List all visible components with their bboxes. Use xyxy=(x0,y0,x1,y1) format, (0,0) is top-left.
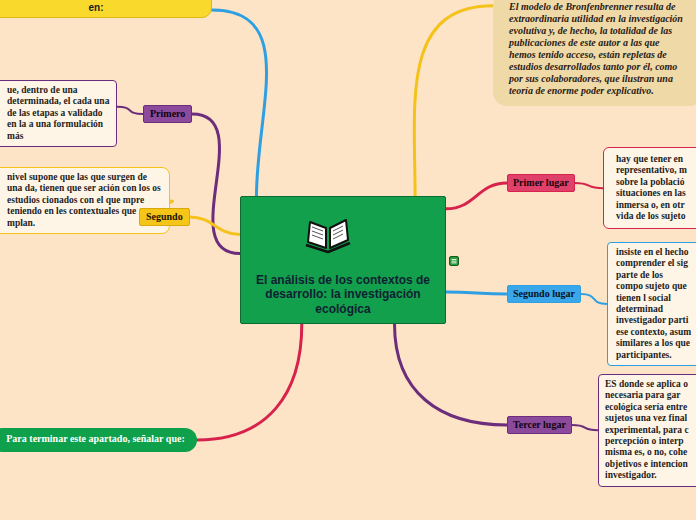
node-text: Segundo xyxy=(146,211,183,223)
note-icon xyxy=(449,256,459,266)
branch-connector xyxy=(117,107,143,114)
node-text: ue, dentro de una determinada, el cada u… xyxy=(7,85,111,142)
node-text: Segundo lugar xyxy=(513,288,575,300)
node-text: hay que tener en representativo, m sobre… xyxy=(616,154,690,222)
branch-connector xyxy=(197,324,302,440)
branch-connector xyxy=(212,10,267,196)
branch-label: Tercer lugar xyxy=(507,416,572,434)
node-text: El análisis de los contextos de desarrol… xyxy=(249,273,437,316)
node-text: insiste en el hecho comprender el sig pa… xyxy=(616,247,692,361)
branch-connector xyxy=(575,183,603,188)
branch-label: Segundo lugar xyxy=(507,285,581,303)
note-box: El modelo de Bronfenbrenner resulta de e… xyxy=(493,0,696,106)
branch-label: Primer lugar xyxy=(507,174,575,192)
branch-connector xyxy=(414,6,493,196)
branch-connector xyxy=(446,292,507,294)
node-text: Primer lugar xyxy=(513,177,569,189)
branch-connector xyxy=(446,183,507,209)
branch-label: Segundo xyxy=(139,208,190,226)
node-text: Primero xyxy=(150,108,185,120)
branch-connector xyxy=(581,294,607,304)
central-topic: El análisis de los contextos de desarrol… xyxy=(240,196,446,324)
branch-label: Primero xyxy=(143,105,192,123)
note-box: ES donde se aplica o necesaria para gar … xyxy=(598,374,696,487)
node-text: Tercer lugar xyxy=(513,419,566,431)
node-text: Para terminar este apartado, señalar que… xyxy=(4,433,187,445)
branch-connector xyxy=(190,217,240,234)
note-box: insiste en el hecho comprender el sig pa… xyxy=(607,242,696,366)
node-text: en: xyxy=(0,2,205,14)
node-text: El modelo de Bronfenbrenner resulta de e… xyxy=(509,1,683,97)
branch-connector xyxy=(395,324,508,425)
topic-box: Para terminar este apartado, señalar que… xyxy=(0,428,197,452)
topic-box: en: xyxy=(0,0,212,18)
note-box: ue, dentro de una determinada, el cada u… xyxy=(0,80,117,147)
book-icon xyxy=(304,216,352,256)
node-text: ES donde se aplica o necesaria para gar … xyxy=(605,379,690,482)
branch-connector xyxy=(572,425,598,430)
note-box: hay que tener en representativo, m sobre… xyxy=(603,147,696,229)
